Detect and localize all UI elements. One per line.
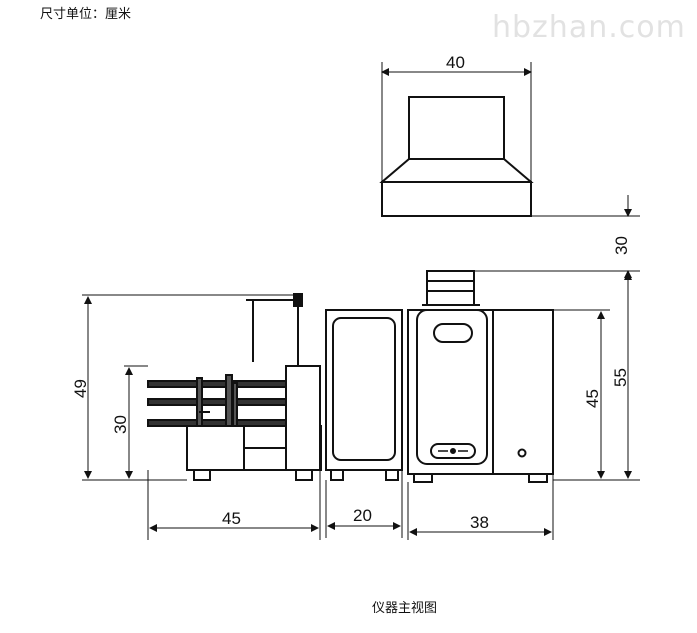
dim-left-total-label: 49 bbox=[71, 379, 90, 398]
dim-right-width-label: 38 bbox=[470, 513, 489, 532]
dim-right bbox=[407, 272, 640, 540]
middle-unit bbox=[325, 309, 403, 481]
dim-left bbox=[82, 294, 321, 540]
dim-right-body-label: 45 bbox=[583, 389, 602, 408]
dim-middle bbox=[325, 470, 403, 538]
dim-top-width-label: 40 bbox=[446, 53, 465, 72]
dim-left-width-label: 45 bbox=[222, 509, 241, 528]
caption: 仪器主视图 bbox=[372, 601, 438, 616]
watermark: hbzhan.com bbox=[492, 10, 686, 45]
top-unit-neck bbox=[379, 158, 534, 183]
dim-left-body-label: 30 bbox=[111, 415, 130, 434]
dim-top-width bbox=[381, 62, 532, 182]
right-unit bbox=[407, 270, 554, 483]
left-unit bbox=[147, 293, 322, 481]
top-unit bbox=[379, 96, 534, 217]
dim-middle-width-label: 20 bbox=[353, 506, 372, 525]
top-unit-screen bbox=[408, 96, 505, 160]
dim-right-total-label: 55 bbox=[611, 368, 630, 387]
dim-top-height-label: 30 bbox=[612, 236, 631, 255]
top-unit-base bbox=[381, 181, 532, 217]
unit-label: 尺寸单位：厘米 bbox=[40, 7, 132, 22]
